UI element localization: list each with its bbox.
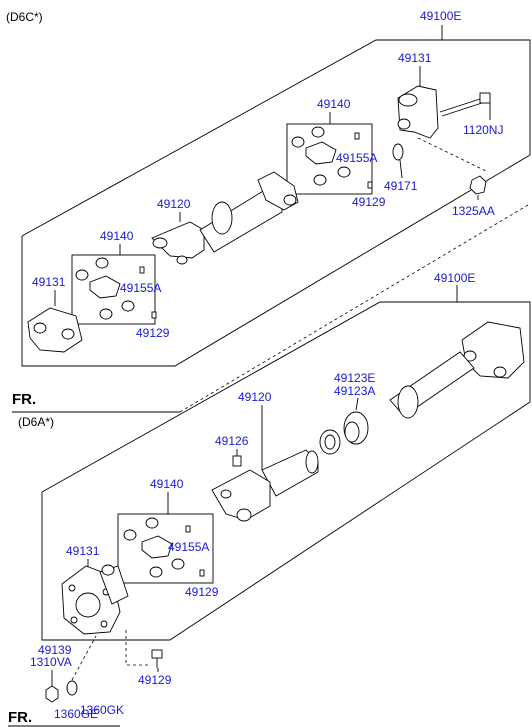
top-right-yoke <box>397 85 439 139</box>
bottom-flange-yoke <box>61 564 129 635</box>
bottom-bearing <box>319 411 369 455</box>
top-ring-label[interactable]: 49171 <box>384 179 418 193</box>
bottom-bolt <box>151 649 163 668</box>
top-fitting-right-label[interactable]: 49129 <box>352 195 386 209</box>
top-bolt <box>439 92 491 117</box>
fr-label-top: FR. <box>12 391 36 408</box>
fr-label-bottom: FR. <box>8 709 32 726</box>
bottom-shaft-label[interactable]: 49120 <box>238 390 272 404</box>
bottom-spider <box>123 517 205 578</box>
bottom-bolt-label-b[interactable]: 1310VA <box>30 655 72 669</box>
section-label-d6c: (D6C*) <box>6 10 43 24</box>
bottom-bolt-label-a[interactable]: 49139 <box>38 643 72 657</box>
top-yoke-left-label[interactable]: 49131 <box>32 275 66 289</box>
top-right-spider <box>291 126 373 189</box>
top-fitting-left-label[interactable]: 49129 <box>136 326 170 340</box>
bottom-bearing-label[interactable]: 49155A <box>168 540 209 554</box>
bottom-assembly-label[interactable]: 49100E <box>434 271 475 285</box>
top-joint-kit-left-label[interactable]: 49140 <box>100 229 134 243</box>
top-assembly-frame <box>21 39 531 367</box>
bottom-bolt-label[interactable]: 49129 <box>138 673 172 687</box>
section-label-d6a: (D6A*) <box>18 415 54 429</box>
top-joint-kit-right-label[interactable]: 49140 <box>317 97 351 111</box>
bottom-grease-fitting <box>232 455 242 467</box>
bottom-assembly-frame <box>41 301 531 641</box>
top-assembly-label[interactable]: 49100E <box>420 9 461 23</box>
top-left-yoke <box>27 307 83 353</box>
top-bearing-right-label[interactable]: 49155A <box>336 151 377 165</box>
bottom-bearing-b-label[interactable]: 49123A <box>334 384 375 398</box>
top-nut <box>469 175 487 195</box>
top-ring <box>392 143 404 161</box>
bottom-shaft <box>211 449 319 522</box>
top-bolt-label[interactable]: 1120NJ <box>463 123 503 137</box>
bottom-flange-yoke-label[interactable]: 49131 <box>66 544 100 558</box>
top-shaft-label[interactable]: 49120 <box>157 197 191 211</box>
top-bearing-left-label[interactable]: 49155A <box>120 281 161 295</box>
bottom-nut-b-label[interactable]: 1360GK <box>80 703 124 717</box>
bottom-nut-a-label[interactable]: 1360GE <box>54 707 98 721</box>
top-yoke-right-label[interactable]: 49131 <box>398 51 432 65</box>
bottom-joint-kit-label[interactable]: 49140 <box>150 477 184 491</box>
bottom-fitting-label[interactable]: 49129 <box>185 585 219 599</box>
bottom-grease-fitting-label[interactable]: 49126 <box>215 434 249 448</box>
bottom-nut-left <box>45 685 59 703</box>
bottom-bearing-a-label[interactable]: 49123E <box>334 371 375 385</box>
bottom-washer <box>66 680 78 696</box>
bottom-front-yoke <box>389 321 525 419</box>
top-nut-label[interactable]: 1325AA <box>452 204 495 218</box>
top-left-spider <box>75 257 157 320</box>
top-shaft <box>151 171 299 265</box>
